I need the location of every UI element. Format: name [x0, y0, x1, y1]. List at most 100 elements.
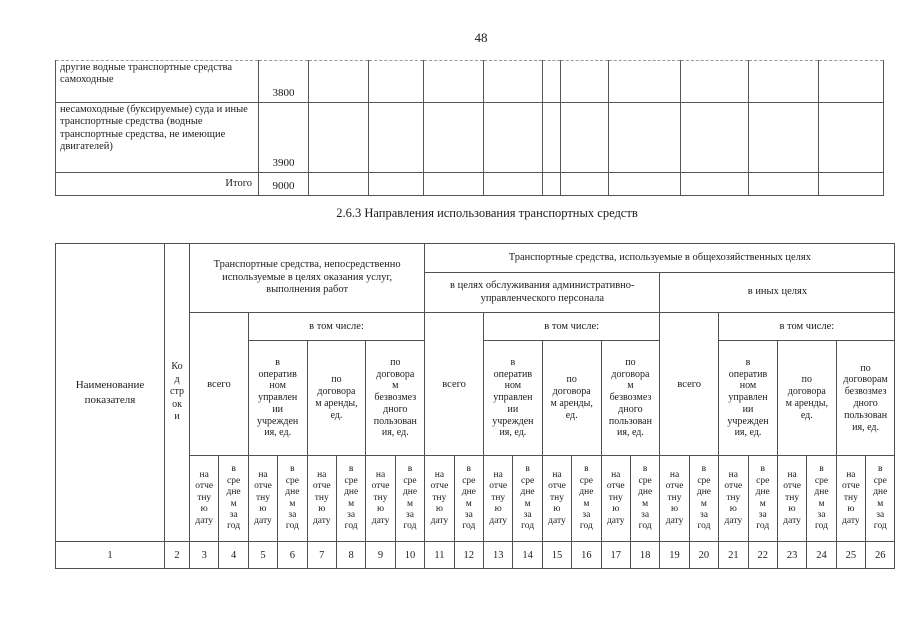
on-date-header: на отче тну ю дату — [600, 455, 631, 542]
including-header: в том числе: — [482, 312, 661, 341]
avg-year-header: в сре дне м за год — [865, 455, 896, 542]
gratuitous-use-header: по договора м безвозмез дного пользован … — [600, 340, 661, 456]
empty-cell — [483, 102, 543, 173]
column-number: 21 — [718, 541, 749, 569]
empty-cell — [542, 60, 561, 103]
line-code-cell: 9000 — [258, 172, 309, 196]
group-general-use-header: Транспортные средства, используемые в об… — [424, 243, 896, 273]
column-number: 8 — [335, 541, 367, 569]
total-header: всего — [659, 312, 720, 456]
avg-year-header: в сре дне м за год — [453, 455, 485, 542]
empty-cell — [608, 60, 681, 103]
rent-contracts-header: по договора м аренды, ед. — [306, 340, 367, 456]
on-date-header: на отче тну ю дату — [365, 455, 396, 542]
on-date-header: на отче тну ю дату — [659, 455, 690, 542]
on-date-header: на отче тну ю дату — [776, 455, 808, 542]
column-number: 6 — [277, 541, 308, 569]
avg-year-header: в сре дне м за год — [747, 455, 778, 542]
page-number: 48 — [474, 30, 488, 45]
column-number: 7 — [306, 541, 337, 569]
column-number: 10 — [394, 541, 426, 569]
empty-cell — [483, 60, 543, 103]
on-date-header: на отче тну ю дату — [424, 455, 455, 542]
on-date-header: на отче тну ю дату — [188, 455, 220, 542]
empty-cell — [680, 102, 749, 173]
empty-cell — [560, 102, 609, 173]
header-row-subgroups: в целях обслуживания административно- уп… — [56, 272, 896, 313]
column-number: 16 — [571, 541, 602, 569]
column-number: 25 — [835, 541, 867, 569]
avg-year-header: в сре дне м за год — [277, 455, 308, 542]
including-header: в том числе: — [718, 312, 896, 341]
gratuitous-use-header: по договорам безвозмез дного пользован и… — [835, 340, 896, 456]
column-number: 1 — [55, 541, 165, 569]
avg-year-header: в сре дне м за год — [571, 455, 602, 542]
subgroup-other-header: в иных целях — [659, 272, 896, 313]
line-code-cell: 3800 — [258, 60, 309, 103]
column-numbers-row: 1 2 3 4 5 6 7 8 9 10 11 12 13 14 15 16 1… — [55, 541, 896, 569]
operational-management-header: в оператив ном управлен ии учрежден ия, … — [247, 340, 308, 456]
on-date-header: на отче тну ю дату — [541, 455, 573, 542]
column-number: 19 — [659, 541, 690, 569]
group-direct-use-header: Транспортные средства, непосредственно и… — [188, 243, 426, 313]
rent-contracts-header: по договора м аренды, ед. — [776, 340, 837, 456]
operational-management-header: в оператив ном управлен ии учрежден ия, … — [718, 340, 778, 456]
column-number: 9 — [365, 541, 396, 569]
empty-cell — [818, 102, 884, 173]
column-number: 17 — [600, 541, 631, 569]
indicator-name-cell: другие водные транспортные средства само… — [55, 60, 259, 103]
avg-year-header: в сре дне м за год — [218, 455, 249, 542]
gratuitous-use-header: по договора м безвозмез дного пользован … — [365, 340, 426, 456]
empty-cell — [608, 172, 681, 196]
table-row: другие водные транспортные средства само… — [55, 60, 884, 103]
empty-cell — [308, 102, 369, 173]
avg-year-header: в сре дне м за год — [394, 455, 426, 542]
empty-cell — [308, 172, 369, 196]
column-number: 15 — [541, 541, 573, 569]
usage-directions-table: Наименование показателя Ко д стр ок и Тр… — [55, 243, 896, 569]
empty-cell — [818, 60, 884, 103]
empty-cell — [680, 172, 749, 196]
on-date-header: на отче тну ю дату — [306, 455, 337, 542]
table-row: Итого 9000 — [55, 172, 884, 196]
empty-cell — [423, 102, 484, 173]
line-code-cell: 3900 — [258, 102, 309, 173]
column-number: 11 — [424, 541, 455, 569]
total-header: всего — [189, 312, 249, 456]
empty-cell — [542, 102, 561, 173]
column-number: 23 — [776, 541, 808, 569]
column-number: 12 — [453, 541, 485, 569]
empty-cell — [748, 172, 819, 196]
empty-cell — [368, 60, 424, 103]
header-row-groups: Наименование показателя Ко д стр ок и Тр… — [55, 243, 896, 542]
line-code-header: Ко д стр ок и — [164, 243, 190, 542]
column-number: 2 — [164, 541, 190, 569]
indicator-name-header: Наименование показателя — [55, 243, 165, 542]
on-date-header: на отче тну ю дату — [718, 455, 749, 542]
avg-year-header: в сре дне м за год — [629, 455, 661, 542]
column-number: 3 — [188, 541, 220, 569]
empty-cell — [560, 60, 609, 103]
empty-cell — [748, 102, 819, 173]
indicator-name-cell: несамоходные (буксируемые) суда и иные т… — [55, 102, 259, 173]
subgroup-admin-header: в целях обслуживания административно- уп… — [424, 272, 661, 313]
on-date-header: на отче тну ю дату — [482, 455, 514, 542]
vehicles-continuation-table: другие водные транспортные средства само… — [55, 60, 884, 196]
column-number: 18 — [629, 541, 661, 569]
section-title: 2.6.3 Направления использования транспор… — [336, 206, 638, 220]
column-number: 4 — [218, 541, 249, 569]
including-header: в том числе: — [247, 312, 426, 341]
table-row: несамоходные (буксируемые) суда и иные т… — [55, 102, 884, 173]
empty-cell — [818, 172, 884, 196]
empty-cell — [368, 102, 424, 173]
on-date-header: на отче тну ю дату — [247, 455, 279, 542]
total-header: всего — [424, 312, 484, 456]
rent-contracts-header: по договора м аренды, ед. — [541, 340, 602, 456]
on-date-header: на отче тну ю дату — [835, 455, 867, 542]
avg-year-header: в сре дне м за год — [806, 455, 837, 542]
empty-cell — [368, 172, 424, 196]
avg-year-header: в сре дне м за год — [335, 455, 367, 542]
total-label-cell: Итого — [55, 172, 259, 196]
column-number: 26 — [865, 541, 896, 569]
empty-cell — [423, 60, 484, 103]
